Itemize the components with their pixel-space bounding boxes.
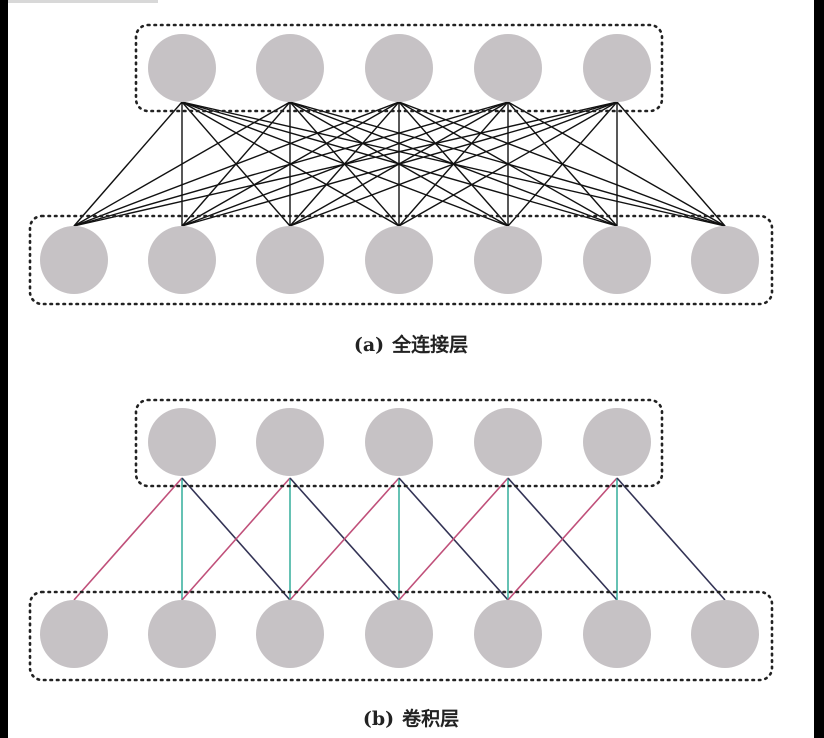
caption-b-text: 卷积层 [402, 708, 460, 730]
window-corner-tab [8, 0, 158, 3]
bottom-neuron [148, 600, 216, 668]
bottom-neuron [583, 600, 651, 668]
bottom-neuron [256, 600, 324, 668]
kernel-connection-line [289, 477, 400, 601]
bottom-neuron [365, 226, 433, 294]
figure-canvas: (a) 全连接层 (b) 卷积层 [8, 0, 814, 738]
top-neuron [148, 408, 216, 476]
connection-line [73, 101, 183, 227]
bottom-neuron [148, 226, 216, 294]
edge-group [73, 477, 726, 601]
kernel-connection-line [181, 477, 291, 601]
bottom-neuron [691, 226, 759, 294]
bottom-neuron [256, 226, 324, 294]
caption-b-label: (b) [362, 708, 395, 730]
top-neuron [148, 34, 216, 102]
caption-fully-connected: (a) 全连接层 [8, 330, 814, 357]
kernel-connection-line [73, 477, 183, 601]
bottom-neuron [583, 226, 651, 294]
bottom-layer-box [28, 590, 774, 682]
top-neuron [256, 408, 324, 476]
connection-line [507, 101, 618, 227]
top-neuron [474, 408, 542, 476]
edge-group [73, 101, 726, 227]
top-layer-box [134, 398, 664, 488]
kernel-connection-line [398, 477, 509, 601]
top-neuron [474, 34, 542, 102]
top-neuron [365, 34, 433, 102]
connection-line [73, 101, 618, 227]
caption-convolutional: (b) 卷积层 [8, 704, 814, 731]
bottom-neuron [365, 600, 433, 668]
fully-connected-diagram [28, 23, 774, 306]
caption-a-text: 全连接层 [392, 334, 469, 356]
connection-line [289, 101, 618, 227]
caption-a-label: (a) [353, 334, 385, 356]
connection-line [73, 101, 291, 227]
top-neuron [583, 34, 651, 102]
kernel-connection-line [507, 477, 618, 601]
convolutional-diagram [28, 398, 774, 682]
top-layer-box [134, 23, 664, 113]
kernel-connection-line [616, 477, 726, 601]
bottom-neuron [691, 600, 759, 668]
neural-layers-diagram [28, 23, 774, 682]
connection-line [398, 101, 618, 227]
bottom-neuron [40, 226, 108, 294]
bottom-layer-box [28, 214, 774, 306]
bottom-neuron [474, 226, 542, 294]
bottom-neuron [474, 600, 542, 668]
connection-line [181, 101, 618, 227]
top-neuron [256, 34, 324, 102]
connection-line [73, 101, 400, 227]
top-neuron [583, 408, 651, 476]
top-neuron [365, 408, 433, 476]
connection-line [616, 101, 726, 227]
connection-line [73, 101, 509, 227]
bottom-neuron [40, 600, 108, 668]
